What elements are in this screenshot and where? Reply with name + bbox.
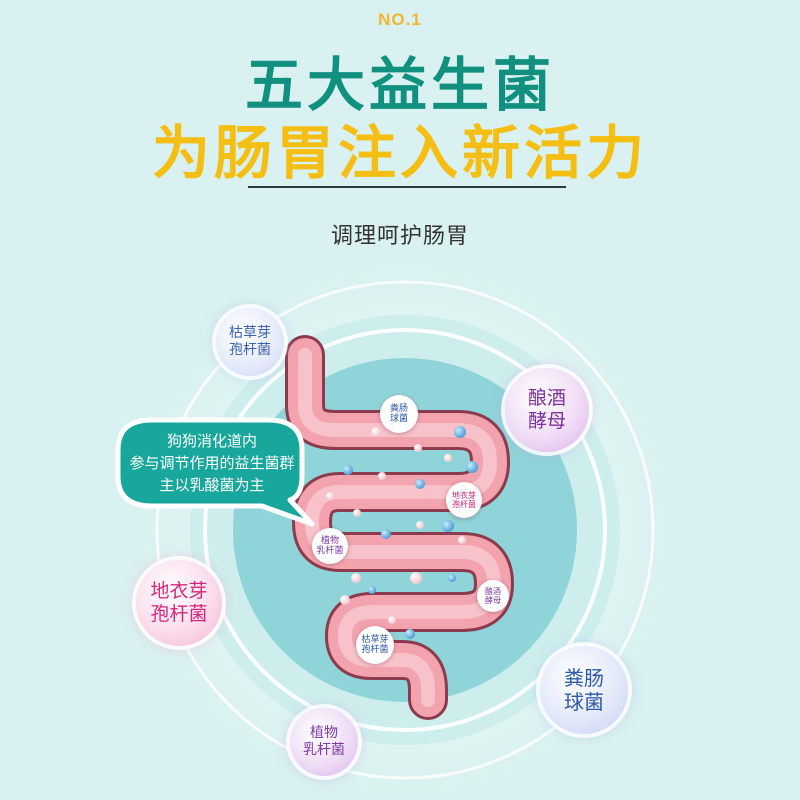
callout-shape	[115, 417, 315, 527]
intestine-label-licheniformis: 地衣芽孢杆菌	[446, 482, 482, 518]
mini-label-line-2: 球菌	[389, 414, 408, 424]
mini-label-line-1: 酿酒	[485, 586, 501, 596]
page-subtitle-headline: 为肠胃注入新活力	[151, 119, 648, 187]
badge-no1: NO.1	[378, 10, 422, 29]
bubble-label-line-2: 乳杆菌	[303, 742, 345, 758]
mini-label-line-2: 孢杆菌	[361, 645, 389, 655]
bubble-label-line-2: 酵母	[527, 410, 566, 432]
mini-label-line-1: 枯草芽	[361, 634, 389, 645]
mini-label-line-2: 孢杆菌	[452, 500, 476, 509]
intestine-label-plantarum: 植物乳杆菌	[312, 528, 348, 564]
intestine-label-enterococcus: 粪肠球菌	[380, 395, 418, 433]
bubble-label-line-2: 球菌	[564, 690, 604, 714]
bubble-label-line-1: 地衣芽	[150, 580, 208, 603]
bubble-label-line-1: 植物	[310, 725, 338, 742]
divider	[248, 186, 566, 188]
bubble-lactobacillus-plantarum: 植物乳杆菌	[290, 708, 358, 776]
subtitle: 调理呵护肠胃	[330, 224, 469, 249]
page-title: 五大益生菌	[244, 51, 555, 119]
mini-label-line-1: 粪肠	[389, 403, 408, 414]
intestine-label-saccharomyces: 酿酒酵母	[477, 580, 509, 612]
callout-text: 狗狗消化道内 参与调节作用的益生菌群 主以乳酸菌为主	[116, 418, 308, 510]
outer-ring-line	[155, 280, 655, 780]
bubble-enterococcus-faecalis: 粪肠球菌	[540, 646, 628, 734]
mini-label-line-2: 酵母	[485, 596, 501, 605]
callout-line-3: 主以乳酸菌为主	[159, 475, 265, 494]
bubble-bacillus-subtilis: 枯草芽孢杆菌	[216, 308, 284, 376]
bubble-label-line-2: 孢杆菌	[229, 342, 271, 358]
bubble-saccharomyces: 酿酒酵母	[505, 368, 589, 452]
bubble-label-line-2: 孢杆菌	[150, 603, 208, 625]
mini-label-line-1: 地衣芽	[452, 490, 476, 500]
intestine-label-subtilis: 枯草芽孢杆菌	[356, 626, 394, 664]
callout-line-1: 狗狗消化道内	[166, 432, 257, 451]
callout-line-2: 参与调节作用的益生菌群	[129, 454, 295, 473]
bubble-bacillus-licheniformis: 地衣芽孢杆菌	[136, 560, 222, 646]
middle-ring-line	[203, 328, 607, 732]
bubble-label-line-1: 酿酒	[527, 387, 566, 410]
mini-label-line-2: 乳杆菌	[316, 546, 344, 556]
bacteria-particles	[326, 426, 478, 639]
mini-label-line-1: 植物	[320, 535, 339, 546]
bubble-label-line-1: 枯草芽	[229, 325, 271, 342]
intestine-tube	[285, 335, 514, 720]
bubble-label-line-1: 粪肠	[564, 666, 604, 690]
